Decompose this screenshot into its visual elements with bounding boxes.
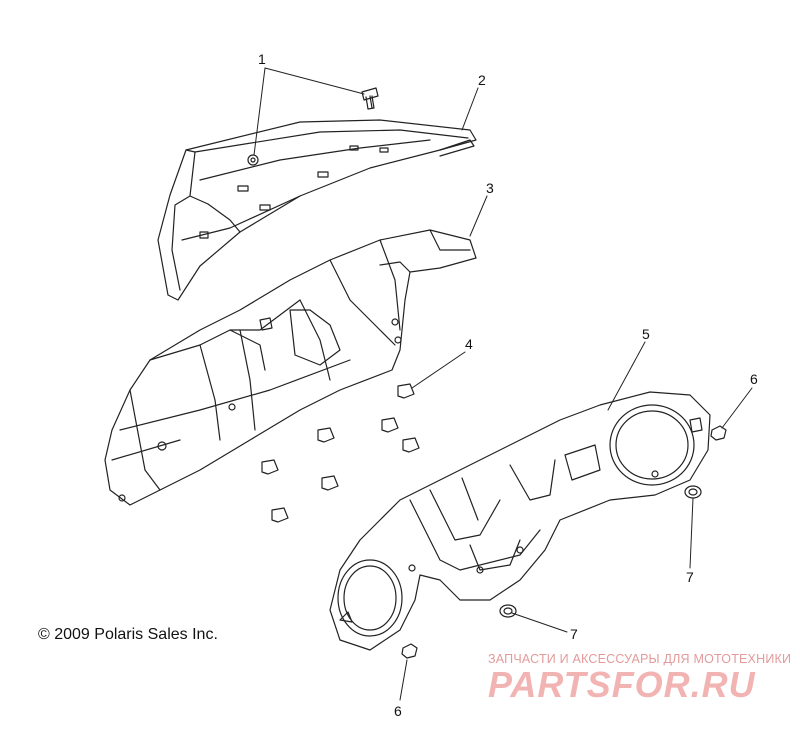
part-2-hood: [157, 119, 477, 301]
leader-lines: [253, 67, 753, 701]
callout-6-bottom: 6: [394, 703, 402, 719]
watermark: ЗАПЧАСТИ И АКСЕССУАРЫ ДЛЯ МОТОТЕХНИКИ PA…: [488, 652, 792, 706]
part-4-clips: [261, 383, 420, 523]
copyright-notice: © 2009 Polaris Sales Inc.: [38, 626, 218, 643]
callout-1: 1: [258, 51, 266, 67]
part-5-bezel: [329, 391, 711, 651]
watermark-tagline: ЗАПЧАСТИ И АКСЕССУАРЫ ДЛЯ МОТОТЕХНИКИ: [488, 652, 792, 666]
part-3-frame: [104, 229, 477, 506]
callout-5: 5: [642, 326, 650, 342]
callout-2: 2: [478, 72, 486, 88]
callout-6-top: 6: [750, 371, 758, 387]
part-6-nuts: [401, 425, 727, 659]
callout-4: 4: [465, 336, 473, 352]
part-1-screw: [361, 87, 379, 110]
callout-7-bottom: 7: [570, 626, 578, 642]
callout-3: 3: [486, 180, 494, 196]
watermark-logo: PARTSFOR.RU: [488, 664, 756, 705]
callout-7-right: 7: [686, 569, 694, 585]
